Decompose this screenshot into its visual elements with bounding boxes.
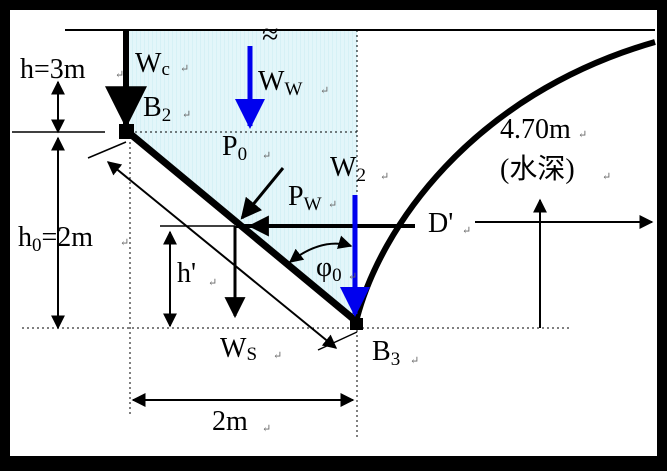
label-b2: B2: [143, 92, 171, 126]
label-p0: P0: [222, 131, 247, 165]
return-mark: ↵: [273, 350, 282, 362]
return-mark: ↵: [115, 69, 124, 81]
return-mark: ↵: [182, 109, 191, 121]
label-pw: PW: [288, 181, 322, 215]
label-phi0: φ0: [316, 252, 342, 286]
label-h-prime: h': [177, 258, 196, 289]
return-mark: ↵: [262, 423, 271, 435]
return-mark: ↵: [262, 150, 271, 162]
label-h: h=3m: [20, 54, 86, 85]
return-mark: ↵: [208, 277, 217, 289]
angle-arc-phi0: [288, 235, 353, 263]
label-b3: B3: [372, 336, 400, 370]
return-mark: ↵: [410, 355, 419, 367]
return-mark: ↵: [320, 85, 329, 97]
label-h0: h0=2m: [18, 222, 93, 256]
label-width: 2m: [212, 406, 248, 437]
dim-slope-length: [106, 161, 338, 349]
return-mark: ↵: [578, 129, 587, 141]
node-b2: [119, 124, 134, 139]
label-ws: WS: [220, 333, 257, 365]
slope-curve: [354, 39, 656, 319]
label-depth-note: (水深): [500, 153, 575, 185]
slope-length-tick-top: [87, 141, 127, 159]
label-w2: W2: [330, 152, 366, 186]
label-ww: WW: [258, 66, 302, 100]
return-mark: ↵: [380, 171, 389, 183]
return-mark: ↵: [328, 199, 337, 211]
break-mark: ≈: [262, 18, 278, 51]
label-d-prime: D': [428, 208, 453, 239]
return-mark: ↵: [348, 271, 357, 283]
return-mark: ↵: [120, 237, 129, 249]
return-mark: ↵: [602, 171, 611, 183]
label-wc: Wc: [135, 48, 170, 80]
return-mark: ↵: [462, 225, 471, 237]
label-depth-value: 4.70m: [500, 114, 571, 145]
return-mark: ↵: [180, 63, 189, 75]
node-b3: [350, 318, 363, 330]
